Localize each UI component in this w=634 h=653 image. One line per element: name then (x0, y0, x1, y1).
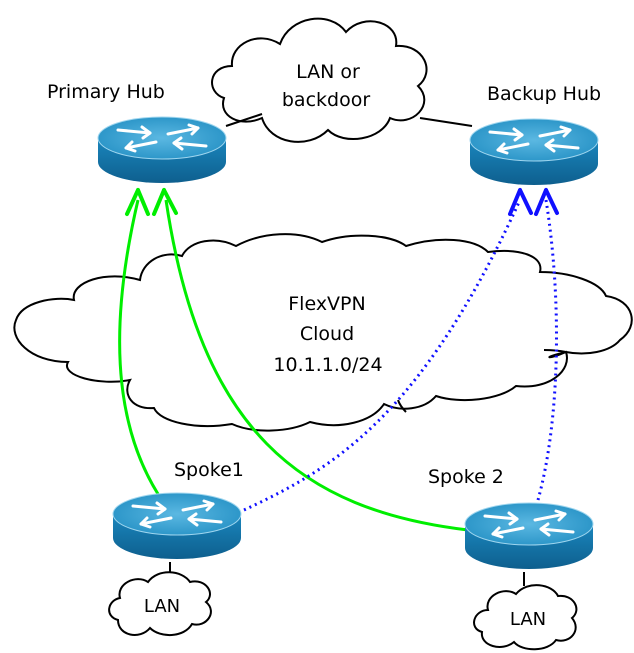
flexvpn-cloud-shape (13, 233, 633, 432)
router-icon (96, 115, 228, 185)
router-icon (463, 501, 595, 571)
spoke1: Spoke1 (111, 459, 244, 561)
lan-cloud-spoke2-label: LAN (510, 609, 546, 630)
backdoor-cloud-label-line1: LAN or (296, 61, 360, 83)
primary-hub: Primary Hub (47, 81, 228, 185)
lan-cloud-spoke1-shape (108, 571, 212, 636)
backup-to-backdoor-link (419, 117, 473, 127)
spoke2-primary-arrowhead (152, 188, 178, 216)
backdoor-cloud-label-line2: backdoor (282, 89, 370, 111)
backdoor-cloud: LAN or backdoor (211, 17, 428, 143)
spoke2-backup-arrowhead (534, 188, 559, 216)
spoke1-backup-arrowhead (508, 188, 533, 216)
flexvpn-cloud-inner-curve (543, 349, 567, 353)
spoke2-label: Spoke 2 (428, 466, 504, 488)
spoke1-primary-arrowhead (125, 188, 150, 216)
spoke1-label: Spoke1 (174, 459, 244, 481)
backup-hub: Backup Hub (468, 83, 601, 187)
backup-hub-label: Backup Hub (487, 83, 601, 105)
router-icon (111, 491, 243, 561)
flexvpn-cloud-label-line3: 10.1.1.0/24 (273, 354, 382, 376)
lan-cloud-spoke2: LAN (473, 584, 578, 651)
flexvpn-cloud-label-line1: FlexVPN (288, 293, 365, 315)
lan-cloud-spoke1-label: LAN (144, 596, 180, 617)
spoke2: Spoke 2 (428, 466, 595, 571)
lan-cloud-spoke2-shape (473, 584, 578, 651)
router-icon (468, 117, 600, 187)
lan-cloud-spoke1: LAN (108, 571, 212, 636)
primary-hub-label: Primary Hub (47, 81, 165, 103)
spoke1-backup-tunnel (243, 199, 522, 512)
primary-to-backdoor-link (225, 113, 263, 127)
spoke2-primary-tunnel (164, 199, 469, 532)
flexvpn-cloud-inner-curve-2 (397, 399, 407, 413)
backdoor-cloud-shape (211, 17, 428, 143)
spoke1-primary-tunnel (118, 199, 160, 495)
flexvpn-cloud: FlexVPN Cloud 10.1.1.0/24 (13, 233, 633, 432)
flexvpn-cloud-label-line2: Cloud (300, 323, 354, 345)
